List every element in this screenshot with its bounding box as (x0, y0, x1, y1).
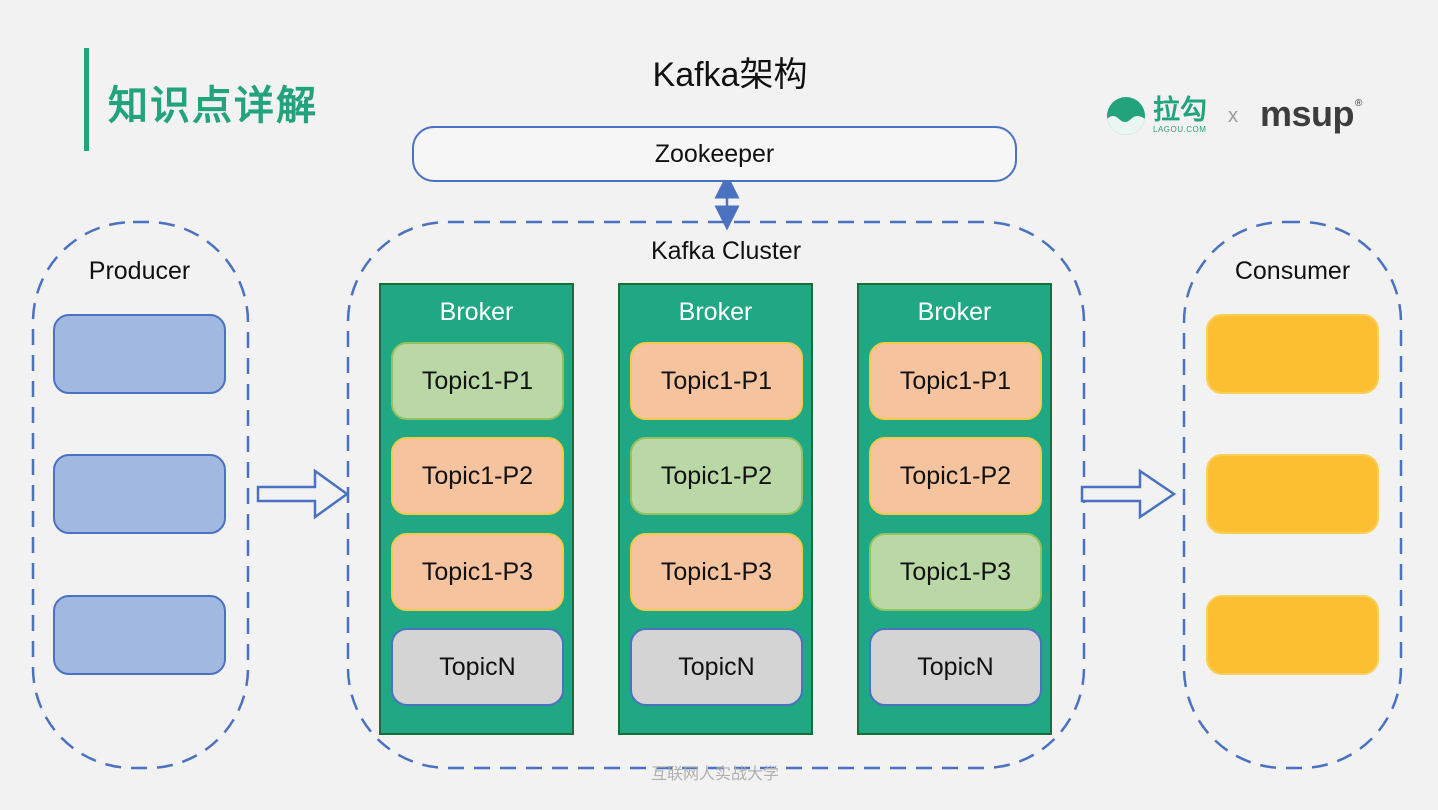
zookeeper-node: Zookeeper (412, 126, 1017, 182)
partition-topicn: TopicN (630, 628, 803, 706)
msup-logo-text: msup (1260, 93, 1355, 134)
partition-topicn: TopicN (869, 628, 1042, 706)
partition-topic1-p1: Topic1-P1 (630, 342, 803, 420)
diagram-title: Kafka架构 (652, 56, 808, 94)
partition-topic1-p3: Topic1-P3 (630, 533, 803, 611)
consumer-instance (1206, 595, 1379, 675)
partition-topic1-p3: Topic1-P3 (869, 533, 1042, 611)
producer-group-border (31, 220, 250, 770)
broker-1: Broker Topic1-P1 Topic1-P2 Topic1-P3 Top… (379, 283, 574, 735)
section-accent-bar (84, 48, 89, 151)
broker-title: Broker (439, 298, 514, 326)
broker-title: Broker (678, 298, 753, 326)
section-title: 知识点详解 (108, 84, 318, 128)
producer-instance (53, 595, 226, 675)
kafka-cluster-label: Kafka Cluster (650, 237, 802, 265)
partition-topicn: TopicN (391, 628, 564, 706)
registered-mark: ® (1355, 98, 1363, 109)
partition-topic1-p1: Topic1-P1 (869, 342, 1042, 420)
producer-label: Producer (88, 257, 191, 285)
consumer-group-border (1182, 220, 1403, 770)
broker-3: Broker Topic1-P1 Topic1-P2 Topic1-P3 Top… (857, 283, 1052, 735)
partition-topic1-p2: Topic1-P2 (869, 437, 1042, 515)
lagou-logo-text: 拉勾 (1153, 95, 1207, 125)
consumer-instance (1206, 454, 1379, 534)
partition-topic1-p2: Topic1-P2 (630, 437, 803, 515)
producer-instance (53, 314, 226, 394)
broker-2: Broker Topic1-P1 Topic1-P2 Topic1-P3 Top… (618, 283, 813, 735)
producer-instance (53, 454, 226, 534)
cluster-to-consumer-arrow (1080, 468, 1177, 520)
partition-topic1-p2: Topic1-P2 (391, 437, 564, 515)
consumer-label: Consumer (1234, 257, 1351, 285)
partition-topic1-p1: Topic1-P1 (391, 342, 564, 420)
consumer-instance (1206, 314, 1379, 394)
lagou-logo-domain: LAGOU.COM (1153, 125, 1207, 134)
logo-separator: x (1228, 105, 1238, 127)
partition-topic1-p3: Topic1-P3 (391, 533, 564, 611)
broker-title: Broker (917, 298, 992, 326)
producer-to-cluster-arrow (256, 468, 350, 520)
footer-watermark: 互联网人实战大学 (650, 766, 779, 783)
lagou-logo-icon (1107, 97, 1145, 135)
